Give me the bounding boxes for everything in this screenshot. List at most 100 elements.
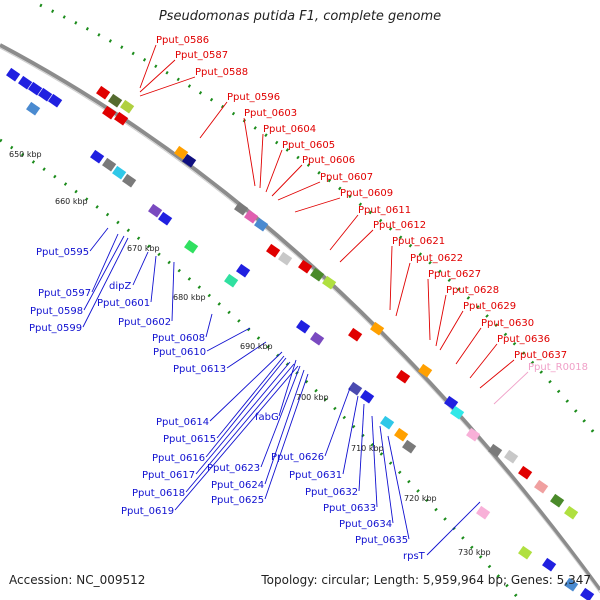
forward-label-leader bbox=[294, 197, 341, 213]
gene-feature-block bbox=[564, 577, 579, 592]
forward-label-leader bbox=[139, 76, 196, 97]
rna-gene-label: Pput_R0018 bbox=[528, 362, 588, 373]
gene-feature-block bbox=[26, 101, 41, 116]
forward-label-leader bbox=[469, 343, 498, 379]
forward-gene-label: Pput_0586 bbox=[156, 35, 209, 46]
reverse-gene-label: Pput_0601 bbox=[97, 298, 150, 309]
reverse-label-leader bbox=[379, 425, 394, 524]
forward-label-leader bbox=[435, 294, 447, 347]
gene-feature-block bbox=[380, 415, 395, 430]
forward-label-leader bbox=[439, 310, 464, 351]
reverse-label-leader bbox=[150, 255, 157, 303]
reverse-gene-label: Pput_0632 bbox=[305, 487, 358, 498]
reverse-gene-label: Pput_0613 bbox=[173, 364, 226, 375]
reverse-gene-label: rpsT bbox=[403, 551, 426, 562]
gene-feature-block bbox=[158, 211, 173, 226]
forward-gene-label: Pput_0596 bbox=[227, 92, 280, 103]
gene-feature-block bbox=[102, 105, 117, 120]
forward-gene-labels: Pput_0586Pput_0587Pput_0588Pput_0596Pput… bbox=[156, 35, 588, 373]
reverse-label-leader bbox=[83, 235, 125, 311]
reverse-gene-label: Pput_0626 bbox=[271, 452, 324, 463]
reverse-label-leader bbox=[205, 357, 287, 458]
kbp-tick-label: 710 kbp bbox=[351, 444, 384, 453]
kbp-tick-label: 660 kbp bbox=[55, 197, 88, 206]
gene-feature-block bbox=[38, 87, 53, 102]
gene-feature-block bbox=[450, 405, 465, 420]
reverse-gene-label: Pput_0631 bbox=[289, 470, 342, 481]
kbp-tick-label: 730 kbp bbox=[458, 548, 491, 557]
reverse-label-leader bbox=[89, 227, 109, 252]
reverse-gene-label: Pput_0619 bbox=[121, 506, 174, 517]
reverse-label-leader bbox=[205, 313, 213, 338]
forward-gene-label: Pput_0628 bbox=[446, 285, 499, 296]
forward-gene-label: Pput_0629 bbox=[463, 301, 516, 312]
reverse-gene-label: Pput_0623 bbox=[207, 463, 260, 474]
reverse-gene-label: Pput_0610 bbox=[153, 347, 206, 358]
gene-feature-block bbox=[310, 331, 325, 346]
gene-feature-block bbox=[298, 259, 313, 274]
gene-feature-block bbox=[174, 145, 189, 160]
gene-feature-block bbox=[402, 439, 417, 454]
gene-feature-block bbox=[542, 557, 557, 572]
gene-feature-block bbox=[28, 81, 43, 96]
forward-label-leader bbox=[259, 133, 264, 189]
label-leader-lines bbox=[82, 44, 529, 556]
forward-label-leader bbox=[199, 101, 228, 139]
forward-gene-label: Pput_0612 bbox=[373, 220, 426, 231]
gene-feature-block bbox=[444, 395, 459, 410]
gene-feature-block bbox=[102, 157, 117, 172]
gene-feature-block bbox=[348, 327, 363, 342]
reverse-gene-label: Pput_0608 bbox=[152, 333, 205, 344]
gene-feature-block bbox=[148, 203, 163, 218]
forward-label-leader bbox=[427, 278, 431, 341]
gene-feature-block bbox=[518, 545, 533, 560]
gene-feature-block bbox=[580, 587, 595, 600]
reverse-label-leader bbox=[206, 327, 251, 352]
gene-feature-block bbox=[108, 93, 123, 108]
gene-feature-block bbox=[254, 217, 269, 232]
forward-label-leader bbox=[139, 59, 176, 93]
gc-track-inner bbox=[0, 138, 522, 600]
gene-feature-block bbox=[394, 427, 409, 442]
reverse-label-leader bbox=[324, 387, 351, 457]
kbp-tick-label: 680 kbp bbox=[173, 293, 206, 302]
forward-gene-label: Pput_0611 bbox=[358, 205, 411, 216]
kbp-tick-label: 670 kbp bbox=[127, 244, 160, 253]
reverse-label-leader bbox=[195, 361, 291, 475]
rna-label-leader bbox=[493, 371, 529, 405]
forward-gene-label: Pput_0609 bbox=[340, 188, 393, 199]
forward-gene-label: Pput_0636 bbox=[497, 334, 550, 345]
gene-feature-block bbox=[504, 449, 519, 464]
forward-label-leader bbox=[479, 359, 515, 389]
gene-feature-block bbox=[90, 149, 105, 164]
gene-feature-block bbox=[348, 381, 363, 396]
gene-feature-block bbox=[296, 319, 311, 334]
reverse-label-leader bbox=[209, 351, 283, 422]
gene-feature-block bbox=[396, 369, 411, 384]
gene-feature-block bbox=[120, 99, 135, 114]
reverse-label-leader bbox=[264, 369, 305, 485]
gene-feature-block bbox=[534, 479, 549, 494]
accession-text: Accession: NC_009512 bbox=[9, 573, 146, 587]
kbp-tick-label: 650 kbp bbox=[9, 150, 42, 159]
reverse-gene-label: Pput_0633 bbox=[323, 503, 376, 514]
reverse-label-leader bbox=[264, 373, 309, 500]
reverse-gene-label: Pput_0599 bbox=[29, 323, 82, 334]
gene-feature-block bbox=[114, 111, 129, 126]
reverse-label-leader bbox=[91, 233, 119, 293]
forward-label-leader bbox=[389, 245, 393, 311]
gene-feature-block bbox=[550, 493, 565, 508]
reverse-gene-label: Pput_0598 bbox=[30, 306, 83, 317]
forward-label-leader bbox=[139, 44, 157, 89]
gene-feature-block bbox=[224, 273, 239, 288]
forward-label-leader bbox=[277, 181, 321, 201]
forward-gene-label: Pput_0603 bbox=[244, 108, 297, 119]
gene-feature-block bbox=[236, 263, 251, 278]
reverse-gene-label: Pput_0618 bbox=[132, 488, 185, 499]
gene-feature-block bbox=[48, 93, 63, 108]
forward-gene-label: Pput_0621 bbox=[392, 236, 445, 247]
reverse-gene-label: Pput_0615 bbox=[163, 434, 216, 445]
reverse-label-leader bbox=[426, 501, 481, 556]
gene-feature-block bbox=[6, 67, 21, 82]
